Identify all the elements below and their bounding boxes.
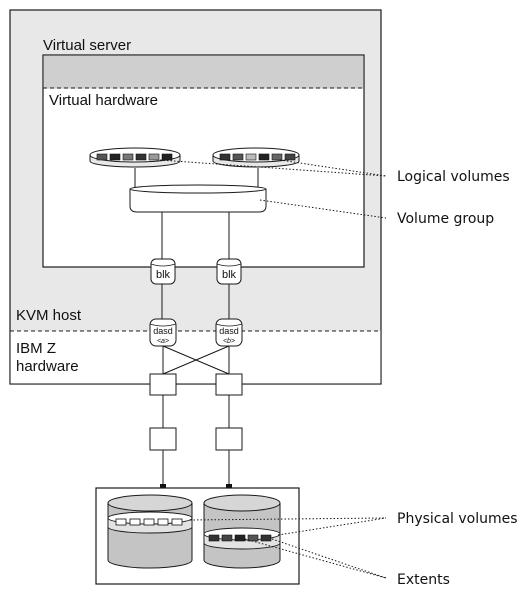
callout-logical-volumes: Logical volumes	[397, 169, 510, 185]
switch-box-right	[215, 427, 243, 451]
storage-port-right	[226, 484, 232, 490]
callout-volume-group: Volume group	[397, 211, 494, 227]
virtual-server-band	[43, 55, 364, 89]
ibm-z-label-line2: hardware	[16, 358, 79, 375]
dasd-left-sub: <a>	[157, 338, 169, 345]
dasd-left-name: dasd	[153, 326, 173, 336]
dasd-device-right: dasd <b>	[215, 318, 243, 347]
channel-adapter-right	[215, 373, 243, 396]
dasd-right-sub: <b>	[223, 338, 235, 345]
kvm-host-label: KVM host	[16, 307, 82, 324]
callout-extents: Extents	[397, 572, 450, 588]
physical-volume-left	[107, 494, 193, 569]
volume-group	[129, 184, 267, 213]
channel-adapter-left	[149, 373, 177, 396]
logical-volume-right	[212, 147, 300, 168]
switch-box-left	[149, 427, 177, 451]
physical-volume-right	[203, 494, 281, 569]
dasd-right-name: dasd	[219, 326, 239, 336]
callout-lines	[159, 159, 387, 579]
ibm-z-label-line1: IBM Z	[16, 340, 56, 357]
logical-volume-left	[89, 147, 181, 168]
ibm-z-hardware-region	[10, 331, 381, 384]
virtual-server-label: Virtual server	[43, 37, 131, 54]
blk-right-label: blk	[222, 269, 237, 281]
virtual-hardware-label: Virtual hardware	[49, 92, 158, 109]
blk-left-label: blk	[156, 269, 171, 281]
storage-port-left	[160, 484, 166, 490]
dasd-cross-line-2	[162, 345, 230, 375]
dasd-device-left: dasd <a>	[149, 318, 177, 347]
blk-device-left: blk	[150, 258, 176, 285]
blk-device-right: blk	[216, 258, 242, 285]
callout-physical-volumes: Physical volumes	[397, 511, 518, 527]
